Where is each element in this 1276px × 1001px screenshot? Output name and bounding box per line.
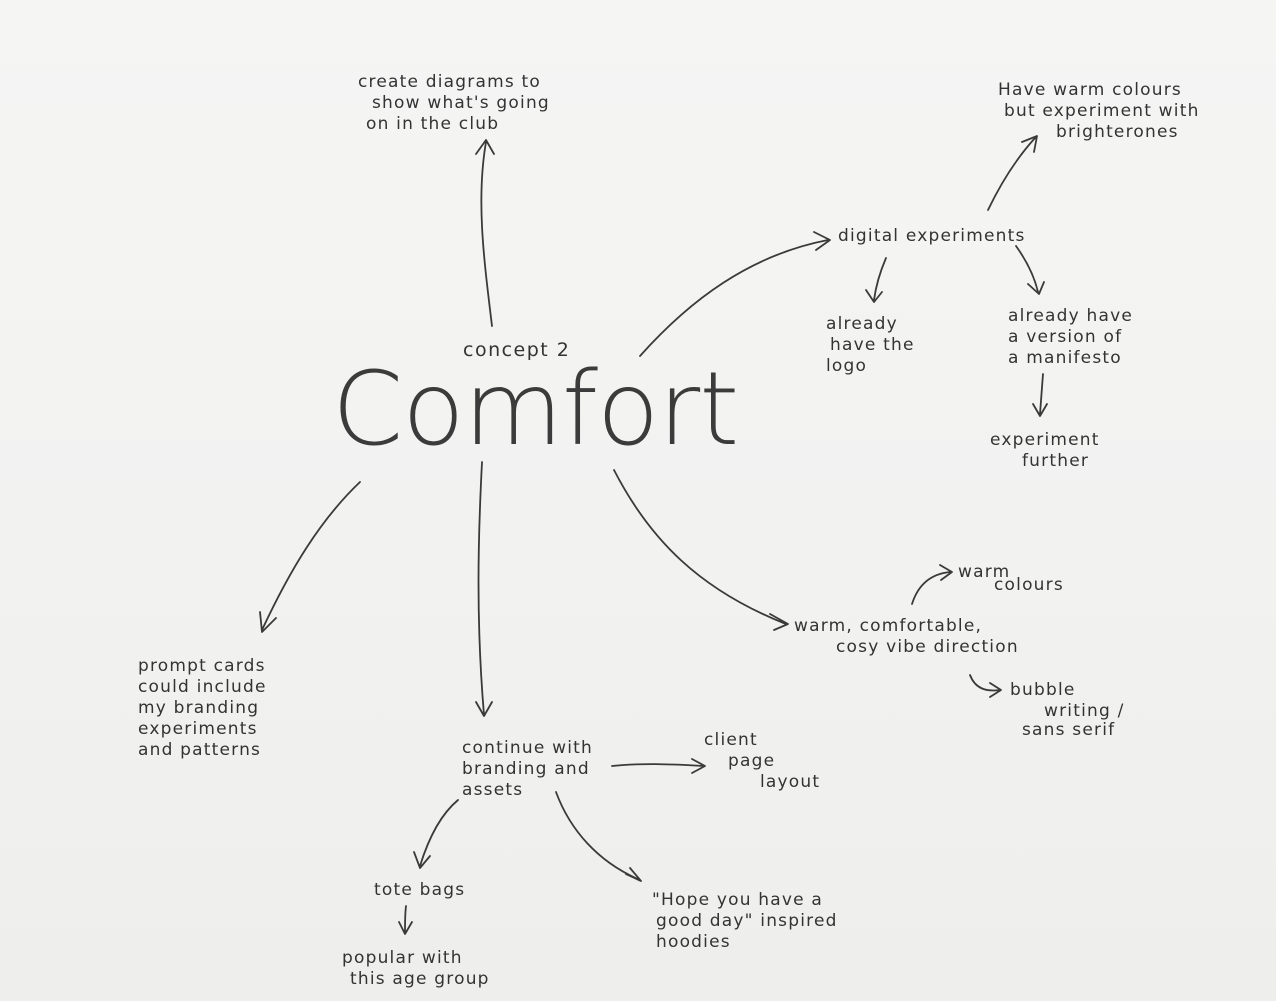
arrow-to-manifesto [1015,245,1045,295]
node-line: a version of [1008,327,1123,347]
node-experiment-further: experiment further [990,430,1100,472]
node-line: sans serif [1022,720,1116,740]
node-already-have-logo: already have the logo [826,314,915,377]
node-line: experiment [990,430,1100,450]
node-popular-age-group: popular with this age group [342,948,490,990]
arrow-to-logo [865,257,887,303]
node-line: have the [830,335,915,355]
node-line: a manifesto [1008,348,1122,368]
node-line: good day" inspired [656,911,838,931]
arrow-to-digital-experiments [639,231,831,357]
node-line: hoodies [656,932,731,952]
node-line: writing / [1044,701,1125,721]
node-line: Have warm colours [998,80,1182,100]
node-line: show what's going [372,93,550,113]
arrow-to-hoodies [555,791,642,882]
arrow-to-experiment-further [1032,373,1048,417]
arrow-to-client-page [611,758,706,774]
arrow-to-warm-colours-bright [987,135,1038,211]
node-line: create diagrams to [358,72,541,92]
node-warm-colours: warm colours [958,562,1064,596]
node-create-diagrams: create diagrams to show what's going on … [358,72,550,135]
node-line: this age group [350,969,490,989]
faint-bleed-through-text [670,28,675,43]
node-line: logo [826,356,868,376]
node-line: bubble [1010,680,1076,700]
node-line: but experiment with [1004,101,1200,121]
node-line: layout [760,772,821,792]
node-line: tote bags [374,880,466,900]
node-line: "Hope you have a [652,890,824,910]
node-line: continue with [462,738,593,758]
node-line: colours [994,575,1064,595]
node-vibe-direction: warm, comfortable, cosy vibe direction [794,616,1019,658]
node-line: prompt cards [138,656,266,676]
arrow-to-bubble [969,674,1002,698]
node-line: already have [1008,306,1133,326]
node-line: warm [958,562,1011,582]
node-hoodies: "Hope you have a good day" inspired hood… [652,890,838,953]
central-topic-comfort: Comfort [332,350,739,469]
node-client-page-layout: client page layout [704,730,820,793]
node-line: already [826,314,898,334]
node-line: could include [138,677,267,697]
node-line: my branding [138,698,260,718]
node-line: further [1022,451,1090,471]
node-line: branding and [462,759,590,779]
node-manifesto: already have a version of a manifesto [1008,306,1133,369]
arrow-to-diagrams [475,139,495,327]
concept-subtitle: concept 2 [463,339,571,361]
node-line: popular with [342,948,463,968]
arrow-to-popular [398,905,413,935]
concept-label: concept 2 [463,340,570,361]
node-line: brighterones [1056,122,1179,142]
node-warm-colours-brighter: Have warm colours but experiment with br… [998,80,1200,143]
arrow-to-prompt-cards [259,481,361,633]
node-prompt-cards: prompt cards could include my branding e… [138,656,267,761]
node-line: experiments [138,719,258,739]
arrow-to-branding [475,461,493,717]
node-line: page [728,751,776,771]
node-digital-experiments: digital experiments [838,226,1026,247]
node-tote-bags: tote bags [374,880,465,901]
arrow-to-vibe [613,469,789,631]
node-bubble-writing: bubble writing / sans serif [1010,680,1125,741]
node-line: assets [462,780,524,800]
node-line: on in the club [366,114,500,134]
node-line: warm, comfortable, [794,616,983,636]
node-line: digital experiments [838,226,1026,246]
node-line: client [704,730,758,750]
arrow-to-tote-bags [413,799,459,869]
node-line: cosy vibe direction [836,637,1019,657]
node-line: and patterns [138,740,262,760]
node-continue-branding: continue with branding and assets [462,738,593,801]
arrow-to-warm-colours [911,564,953,605]
